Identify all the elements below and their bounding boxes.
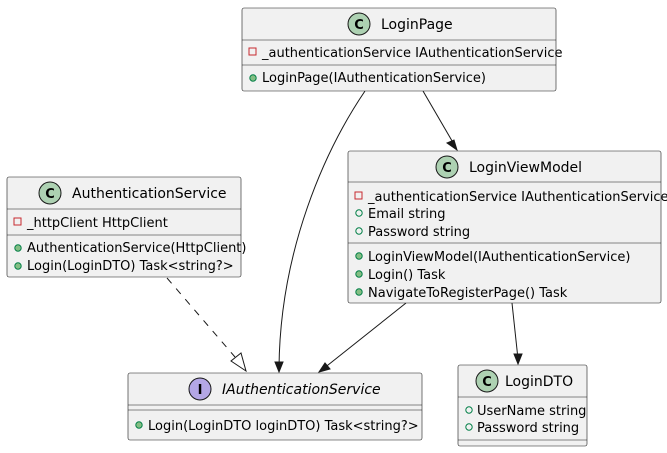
class-badge-icon: C [435,155,459,179]
relation-loginviewmodel-to-logindto [511,302,523,366]
class-badge-icon: C [475,369,499,393]
field: _authenticationService IAuthenticationSe… [367,190,667,205]
class-name: LoginDTO [505,374,573,390]
interface-name: IAuthenticationService [222,382,381,398]
field: _authenticationService IAuthenticationSe… [261,46,563,61]
method: NavigateToRegisterPage() Task [368,286,568,301]
public-visibility-icon [465,423,473,431]
public-visibility-icon [355,270,363,278]
method: Login(LoginDTO) Task<string?> [27,259,234,274]
class-name: LoginPage [381,17,453,33]
private-visibility-icon [13,217,22,226]
interface-badge-icon: I [188,377,212,401]
public-visibility-icon [355,209,363,217]
field: Password string [368,225,470,240]
method: LoginViewModel(IAuthenticationService) [368,250,630,265]
svg-text:I: I [198,383,203,398]
field: UserName string [477,404,586,419]
svg-text:C: C [482,375,492,390]
class-loginviewmodel[interactable]: C LoginViewModel _authenticationService … [347,150,667,304]
field: _httpClient HttpClient [26,216,168,231]
public-visibility-icon [355,252,363,260]
class-loginpage[interactable]: C LoginPage _authenticationService IAuth… [241,7,563,92]
method: LoginPage(IAuthenticationService) [262,71,486,86]
public-visibility-icon [249,74,257,82]
svg-text:C: C [45,187,55,202]
svg-text:C: C [442,161,452,176]
class-badge-icon: C [347,12,371,36]
svg-text:C: C [354,18,364,33]
public-visibility-icon [14,244,22,252]
relation-authenticationservice-realizes-iauthenticationservice [166,277,247,373]
class-badge-icon: C [38,181,62,205]
method: Login() Task [368,268,446,283]
class-name: LoginViewModel [469,160,582,176]
relation-loginpage-to-loginviewmodel [422,90,458,152]
public-visibility-icon [355,227,363,235]
interface-iauthenticationservice[interactable]: I IAuthenticationService Login(LoginDTO … [127,372,423,441]
public-visibility-icon [14,262,22,270]
private-visibility-icon [354,191,363,200]
public-visibility-icon [135,421,143,429]
class-logindto[interactable]: C LoginDTO UserName string Password stri… [457,364,588,447]
relation-loginpage-to-iauthenticationservice [274,90,366,374]
relation-loginviewmodel-to-iauthenticationservice [317,302,407,373]
public-visibility-icon [465,406,473,414]
public-visibility-icon [355,288,363,296]
private-visibility-icon [248,47,257,56]
method: AuthenticationService(HttpClient) [27,241,246,256]
method: Login(LoginDTO loginDTO) Task<string?> [148,419,419,434]
field: Email string [368,207,446,222]
field: Password string [477,421,579,436]
class-authenticationservice[interactable]: C AuthenticationService _httpClient Http… [6,176,246,278]
class-name: AuthenticationService [72,186,227,202]
